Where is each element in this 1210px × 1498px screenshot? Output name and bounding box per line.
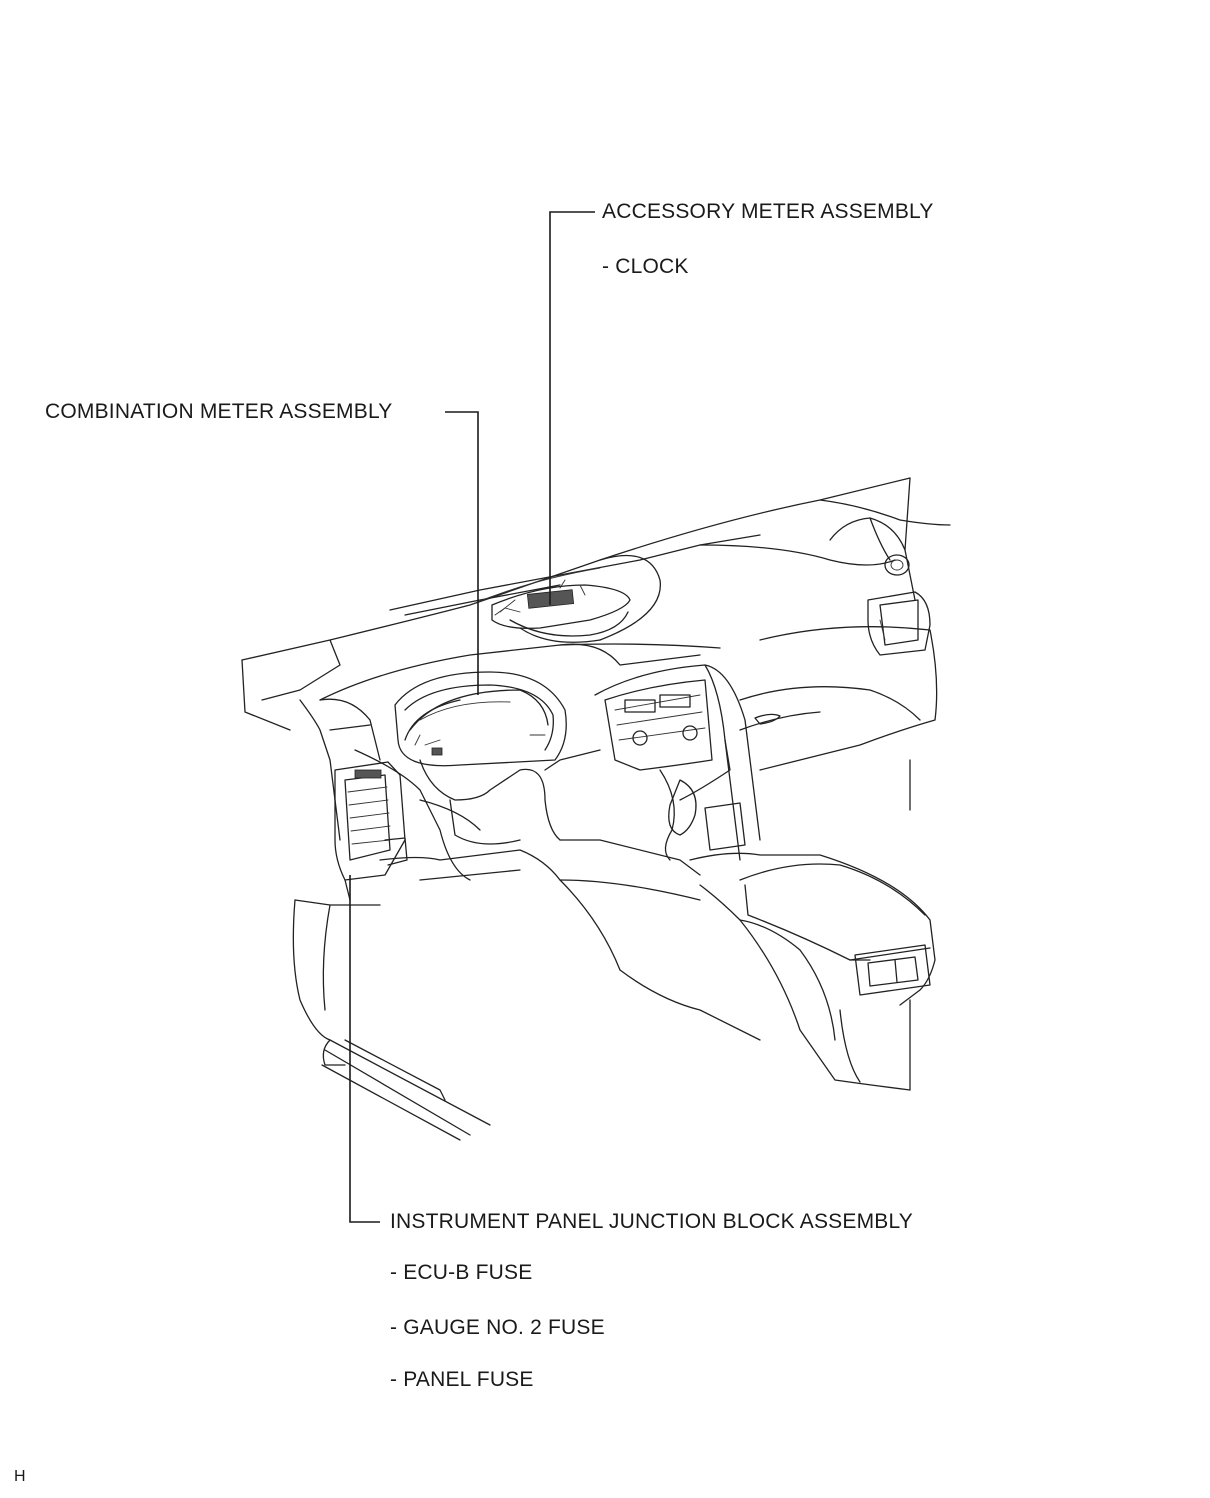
footer-code: H <box>14 1468 26 1485</box>
center-stack <box>594 664 761 861</box>
combination-meter-label: COMBINATION METER ASSEMBLY <box>45 400 393 423</box>
accessory-meter-label: ACCESSORY METER ASSEMBLY <box>602 200 934 223</box>
leader-combination-meter <box>445 411 479 695</box>
ecu-b-fuse-label: - ECU-B FUSE <box>390 1261 533 1284</box>
leader-junction-block <box>349 875 380 1223</box>
dashboard-illustration <box>241 477 951 1141</box>
combination-meter-part <box>394 671 567 767</box>
leader-lines <box>349 211 595 1223</box>
junction-block-part <box>334 761 408 901</box>
gauge-no2-fuse-label: - GAUGE NO. 2 FUSE <box>390 1316 605 1339</box>
leader-accessory-meter <box>549 211 595 605</box>
panel-fuse-label: - PANEL FUSE <box>390 1368 534 1391</box>
clock-label: - CLOCK <box>602 255 689 278</box>
center-console <box>689 852 936 1091</box>
junction-block-label: INSTRUMENT PANEL JUNCTION BLOCK ASSEMBLY <box>390 1210 913 1233</box>
